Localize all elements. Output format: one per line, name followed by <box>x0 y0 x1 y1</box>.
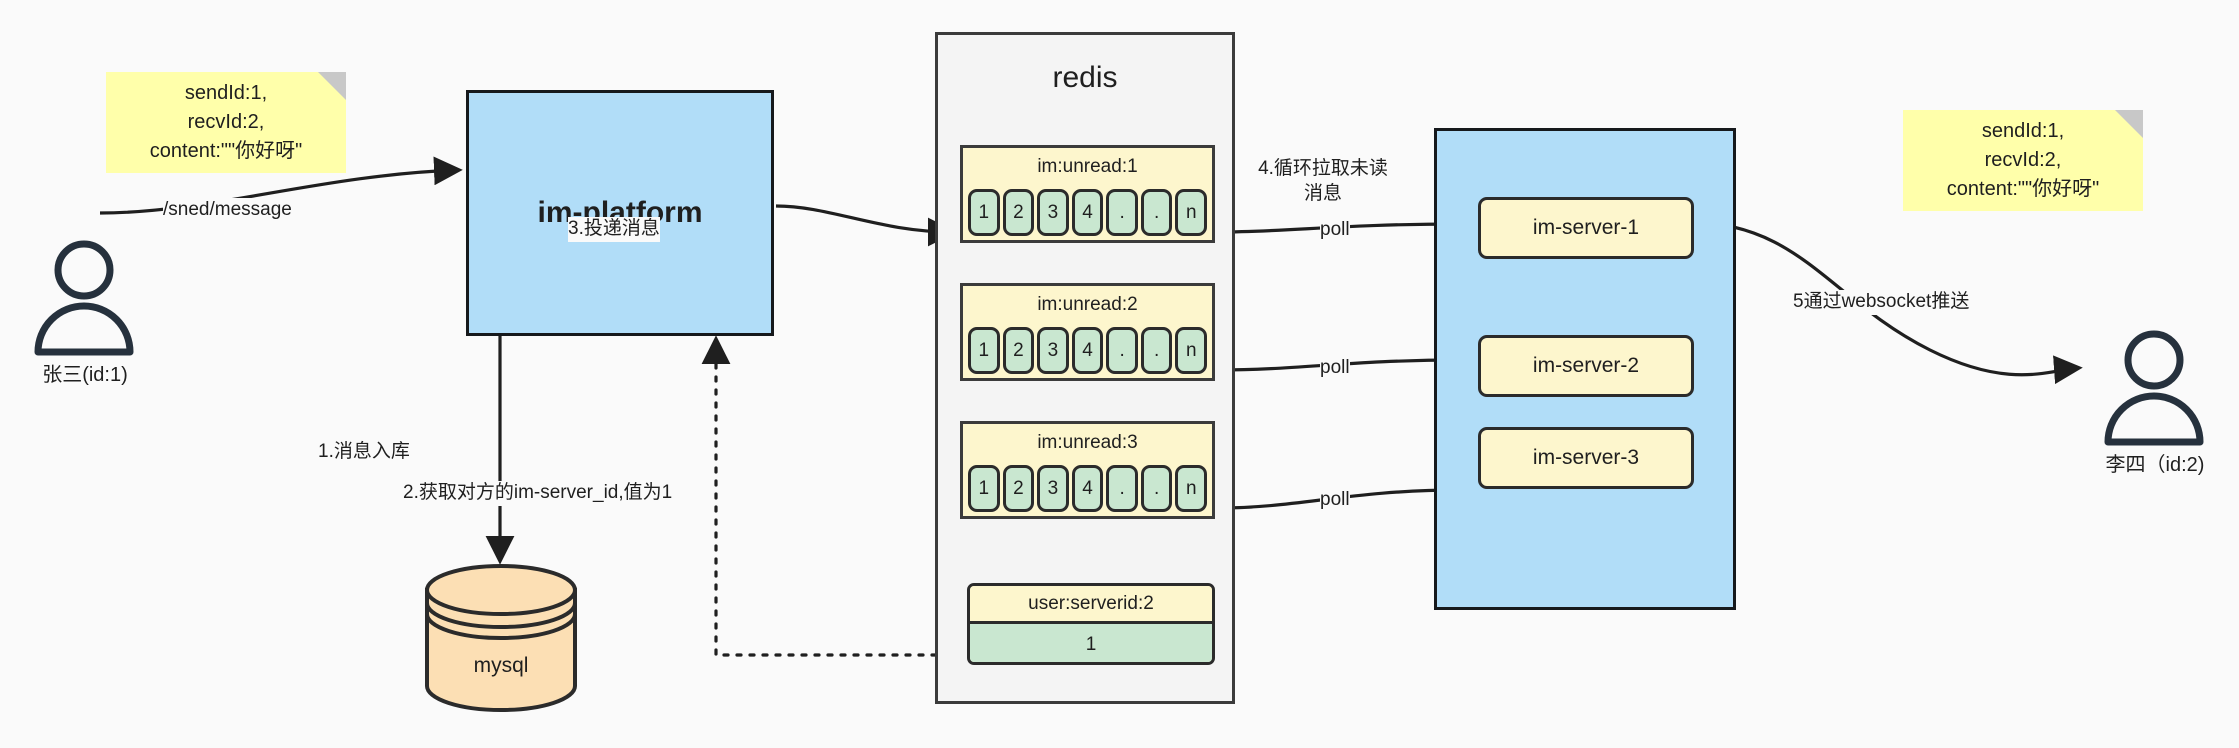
redis-cell: 1 <box>968 189 1000 236</box>
edge-label-poll-2: poll <box>1320 356 1350 381</box>
actor-sender: 张三(id:1) <box>20 240 150 386</box>
edge-label-step3: 3.投递消息 <box>568 217 660 242</box>
edge-sender-to-platform <box>99 156 463 215</box>
edge-label-poll-3: poll <box>1320 488 1350 513</box>
actor-receiver: 李四（id:2) <box>2090 330 2220 476</box>
database-cylinder-icon: mysql <box>425 564 577 712</box>
note-line: recvId:2, <box>187 111 265 133</box>
redis-cell: 3 <box>1037 327 1069 374</box>
note-line: sendId:1, <box>1981 120 2065 142</box>
redis-key-cells: 1 2 3 4 . . n <box>966 465 1209 512</box>
redis-cell: 2 <box>1002 189 1035 236</box>
mysql-label: mysql <box>474 654 529 677</box>
redis-cell: n <box>1175 465 1208 512</box>
redis-cell: 4 <box>1071 327 1104 374</box>
edge-label-step1: 1.消息入库 <box>318 440 410 465</box>
note-fold-icon <box>2115 110 2143 138</box>
note-line: recvId:2, <box>1984 149 2062 171</box>
actor-receiver-label: 李四（id:2) <box>2105 454 2205 476</box>
edge-label-step2: 2.获取对方的im-server_id,值为1 <box>403 481 673 506</box>
edge-server1-to-receiver <box>1687 220 2083 385</box>
redis-cell: n <box>1175 327 1208 374</box>
note-line: content:""你好呀" <box>149 140 303 162</box>
edge-label-poll-1: poll <box>1320 218 1350 243</box>
redis-cell: 1 <box>968 465 1000 512</box>
redis-title: redis <box>1052 61 1118 94</box>
redis-serverid-key-value: 1 <box>970 624 1212 662</box>
redis-cell: 4 <box>1071 465 1104 512</box>
redis-key-group[interactable]: im:unread:1 1 2 3 4 . . n <box>960 145 1215 243</box>
redis-key-group[interactable]: im:unread:3 1 2 3 4 . . n <box>960 421 1215 519</box>
redis-key-name: im:unread:1 <box>1037 156 1138 177</box>
redis-key-group[interactable]: im:unread:2 1 2 3 4 . . n <box>960 283 1215 381</box>
redis-cell: n <box>1175 189 1208 236</box>
edge-label-send-message: /sned/message <box>163 198 292 223</box>
edge-platform-to-redis <box>775 204 957 247</box>
im-server-3-box[interactable]: im-server-3 <box>1478 427 1694 489</box>
redis-key-name: im:unread:3 <box>1037 432 1138 453</box>
redis-cell: . <box>1140 189 1173 236</box>
edge-label-step4: 4.循环拉取未读消息 <box>1249 157 1397 207</box>
edge-serverid-to-platform <box>701 335 964 657</box>
note-line: content:""你好呀" <box>1946 178 2100 200</box>
note-fold-icon <box>318 72 346 100</box>
redis-key-name: im:unread:2 <box>1037 294 1138 315</box>
redis-key-cells: 1 2 3 4 . . n <box>966 189 1209 236</box>
redis-cell: 2 <box>1002 465 1035 512</box>
redis-key-cells: 1 2 3 4 . . n <box>966 327 1209 374</box>
redis-cell: 3 <box>1037 465 1069 512</box>
edge-label-step5: 5通过websocket推送 <box>1793 290 1970 315</box>
mysql-database[interactable]: mysql <box>422 562 580 714</box>
actor-sender-label: 张三(id:1) <box>42 364 128 386</box>
redis-cell: 2 <box>1002 327 1035 374</box>
im-server-1-box[interactable]: im-server-1 <box>1478 197 1694 259</box>
redis-cell: . <box>1106 327 1138 374</box>
redis-container: redis im:unread:1 1 2 3 4 . . n im:unrea… <box>935 32 1235 704</box>
redis-cell: . <box>1140 465 1173 512</box>
sticky-note-right: sendId:1, recvId:2, content:""你好呀" <box>1903 110 2143 211</box>
redis-cell: . <box>1106 465 1138 512</box>
redis-cell: 1 <box>968 327 1000 374</box>
note-line: sendId:1, <box>184 82 268 104</box>
redis-cell: . <box>1140 327 1173 374</box>
sticky-note-left: sendId:1, recvId:2, content:""你好呀" <box>106 72 346 173</box>
user-icon <box>2104 330 2204 446</box>
im-server-2-box[interactable]: im-server-2 <box>1478 335 1694 397</box>
redis-serverid-key[interactable]: user:serverid:2 1 <box>967 583 1215 665</box>
user-icon <box>34 240 134 356</box>
redis-cell: 4 <box>1071 189 1104 236</box>
im-platform-box[interactable]: im-platform <box>466 90 774 336</box>
redis-cell: . <box>1106 189 1138 236</box>
im-server-cluster: im-server-1 im-server-2 im-server-3 <box>1434 128 1736 610</box>
redis-serverid-key-name: user:serverid:2 <box>970 586 1212 624</box>
redis-cell: 3 <box>1037 189 1069 236</box>
